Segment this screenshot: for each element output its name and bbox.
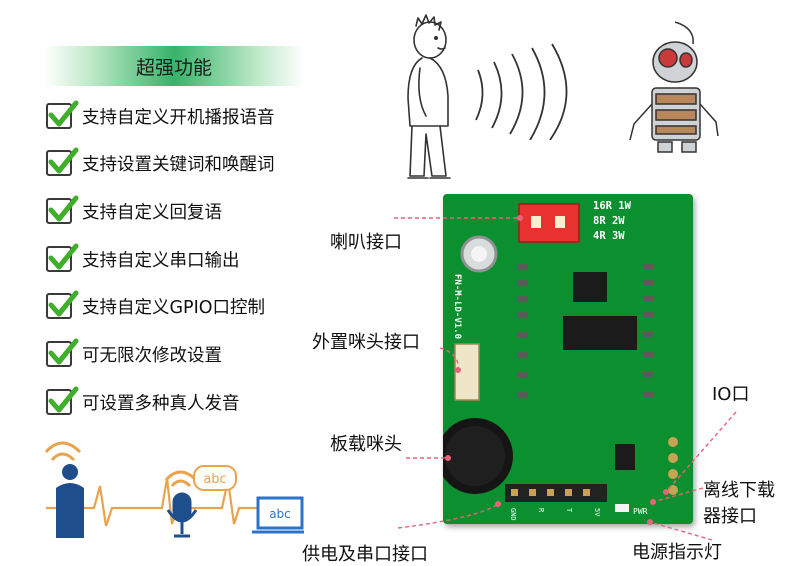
silk-model: FN-M-LD-V1.0 bbox=[452, 274, 462, 339]
silk-spec-2: 8R 2W bbox=[593, 215, 625, 227]
callout-mic-external: 外置咪头接口 bbox=[312, 332, 420, 353]
feature-item: 支持自定义串口输出 bbox=[46, 243, 240, 275]
callout-speaker: 喇叭接口 bbox=[330, 232, 402, 253]
voice-to-text-illustration: abc abc bbox=[44, 441, 304, 538]
abc-screen-text: abc bbox=[269, 507, 291, 521]
checkbox-checked-icon bbox=[46, 338, 79, 367]
feature-item: 支持设置关键词和唤醒词 bbox=[46, 147, 275, 179]
silk-pin-gnd: GND bbox=[509, 508, 517, 521]
sound-waves-icon bbox=[475, 43, 568, 140]
feature-item: 支持自定义GPIO口控制 bbox=[46, 290, 265, 322]
silk-pin-t: T bbox=[565, 508, 573, 513]
checkbox-checked-icon bbox=[46, 147, 79, 176]
silk-pwr: PWR bbox=[633, 507, 648, 516]
feature-label: 可设置多种真人发音 bbox=[82, 393, 240, 414]
callout-power-serial: 供电及串口接口 bbox=[302, 544, 428, 565]
checkbox-checked-icon bbox=[46, 243, 79, 272]
callout-power-led: 电源指示灯 bbox=[632, 542, 722, 563]
callout-io: IO口 bbox=[712, 384, 750, 405]
checkbox-checked-icon bbox=[46, 195, 79, 224]
callout-offline-dl-line2: 器接口 bbox=[703, 506, 757, 527]
feature-item: 支持自定义开机播报语音 bbox=[46, 100, 275, 132]
features-title: 超强功能 bbox=[135, 56, 212, 79]
feature-label: 支持自定义GPIO口控制 bbox=[82, 297, 266, 318]
checkbox-checked-icon bbox=[46, 100, 79, 129]
feature-label: 支持设置关键词和唤醒词 bbox=[82, 154, 275, 175]
pcb-detail: 16R 1W 8R 2W 4R 3W FN-M-LD-V1.0 PWR GND … bbox=[443, 200, 678, 521]
robot-illustration bbox=[629, 21, 719, 153]
checkbox-checked-icon bbox=[46, 290, 79, 319]
silk-spec-1: 16R 1W bbox=[593, 200, 632, 212]
feature-item: 可设置多种真人发音 bbox=[46, 386, 240, 418]
feature-item: 支持自定义回复语 bbox=[46, 195, 222, 227]
features-banner: 超强功能 bbox=[44, 46, 304, 86]
feature-label: 可无限次修改设置 bbox=[82, 345, 222, 366]
feature-label: 支持自定义开机播报语音 bbox=[82, 107, 275, 128]
speaker-connector bbox=[518, 203, 580, 243]
callout-mic-board: 板载咪头 bbox=[330, 434, 402, 455]
feature-label: 支持自定义串口输出 bbox=[82, 250, 240, 271]
checkbox-checked-icon bbox=[46, 386, 79, 415]
silk-pin-5v: 5V bbox=[593, 508, 601, 517]
silk-spec-3: 4R 3W bbox=[593, 230, 625, 242]
feature-label: 支持自定义回复语 bbox=[82, 202, 222, 223]
callout-offline-dl-line1: 离线下载 bbox=[703, 480, 775, 501]
feature-item: 可无限次修改设置 bbox=[46, 338, 222, 370]
silk-pin-r: R bbox=[537, 508, 545, 513]
abc-bubble-text: abc bbox=[203, 472, 226, 487]
person-illustration bbox=[407, 14, 451, 179]
